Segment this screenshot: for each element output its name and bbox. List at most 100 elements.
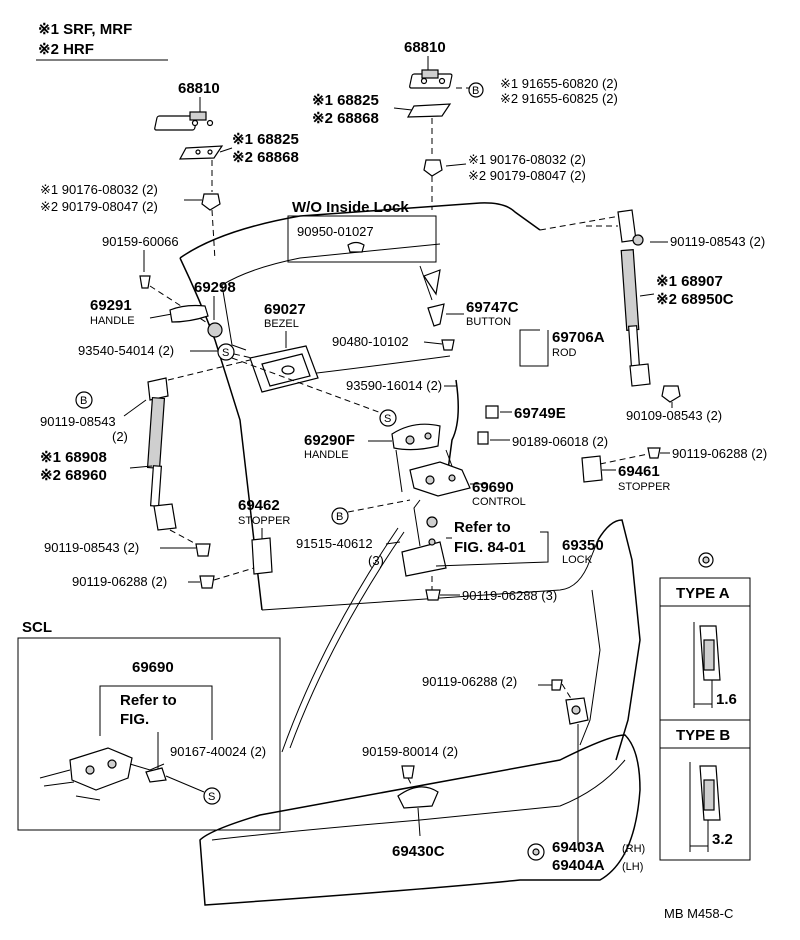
bolt-90109 [661, 385, 681, 403]
gasket-right [406, 103, 452, 118]
marker-b-center-label: B [336, 511, 343, 523]
back-door-outline [179, 202, 641, 761]
label-68868-left: ※2 68868 [232, 149, 299, 166]
screw-90159 [139, 275, 151, 289]
marker-s-center-label: S [384, 413, 391, 425]
label-93540: 93540-54014 (2) [78, 343, 174, 358]
nut-90480 [441, 339, 455, 351]
handle-69290f [391, 423, 441, 451]
label-69706a: 69706A [552, 329, 605, 346]
label-68810-left: 68810 [178, 80, 220, 97]
button-69747c [427, 303, 445, 327]
marker-b-left [75, 391, 93, 409]
label-69462: 69462 [238, 497, 280, 514]
label-68908: ※1 68908 [40, 449, 107, 466]
control-69690 [395, 449, 471, 497]
type-box [659, 552, 751, 861]
label-90159-60066: 90159-60066 [102, 234, 179, 249]
label-wo-inside-lock: W/O Inside Lock [292, 199, 409, 216]
label-69027: 69027 [264, 301, 306, 318]
label-90119-08543-b: 90119-08543 (2) [44, 540, 139, 555]
label-type-b: TYPE B [676, 727, 730, 744]
label-91655-b: ※2 91655-60825 (2) [500, 91, 618, 106]
marker-b-center [331, 507, 349, 525]
label-90189: 90189-06018 (2) [512, 434, 608, 449]
label-fig-84-01: FIG. 84-01 [454, 539, 526, 556]
label-scl-90167: 90167-40024 (2) [170, 744, 266, 759]
label-69350: 69350 [562, 537, 604, 554]
label-90179-right: ※2 90179-08047 (2) [468, 168, 586, 183]
label-68907: ※1 68907 [656, 273, 723, 290]
label-68950c: ※2 68950C [656, 291, 734, 308]
label-69290f: 69290F [304, 432, 355, 449]
label-90119-08543-tr: 90119-08543 (2) [670, 234, 765, 249]
strut-right [617, 209, 651, 387]
label-69291: 69291 [90, 297, 132, 314]
marker-b-top-label: B [472, 85, 479, 97]
clip-90189 [477, 431, 489, 445]
label-68810-right: 68810 [404, 39, 446, 56]
label-90176-left: ※1 90176-08032 (2) [40, 182, 158, 197]
bezel-69027 [249, 345, 319, 393]
label-lh: (LH) [622, 861, 643, 873]
legend-srf-mrf: ※1 SRF, MRF [38, 21, 132, 38]
handle-69291 [169, 304, 209, 323]
label-90119-06288-c: 90119-06288 (3) [462, 588, 557, 603]
label-type-a-dim: 1.6 [716, 691, 737, 708]
label-68825-right: ※1 68825 [312, 92, 379, 109]
marker-s-scl-label: S [208, 791, 215, 803]
label-90119-06288-l: 90119-06288 (2) [72, 574, 167, 589]
scl-control-assembly [39, 747, 167, 801]
type-a-clip [693, 622, 721, 708]
stopper-69461 [581, 455, 603, 483]
label-bezel: BEZEL [264, 318, 299, 330]
bolt-90119-06288-l [199, 575, 215, 589]
marker-b-top [468, 82, 484, 98]
hinge-right [409, 69, 453, 89]
latch-69430c [397, 786, 439, 809]
label-68868-right: ※2 68868 [312, 110, 379, 127]
arrow-wo-lock [423, 269, 441, 296]
label-69747c: 69747C [466, 299, 519, 316]
label-69298: 69298 [194, 279, 236, 296]
label-scl-fig: FIG. [120, 711, 149, 728]
bolt-right-hinge [423, 159, 443, 177]
gasket-left [178, 145, 224, 160]
label-type-a: TYPE A [676, 585, 730, 602]
clip-69749e [485, 405, 499, 419]
label-90179-left: ※2 90179-08047 (2) [40, 199, 158, 214]
bolt-left-hinge [201, 193, 221, 211]
label-69749e: 69749E [514, 405, 566, 422]
screw-90119-06288-br [551, 679, 563, 691]
label-69461: 69461 [618, 463, 660, 480]
label-qty-3: (3) [368, 553, 384, 568]
label-90480: 90480-10102 [332, 334, 409, 349]
scl-box [17, 637, 281, 831]
label-90119-06288-r: 90119-06288 (2) [672, 446, 767, 461]
cable-left [289, 531, 405, 749]
screw-90159-80014 [401, 765, 415, 779]
diagram-code: MB M458-C [664, 906, 733, 921]
rod-69706a [447, 379, 459, 471]
label-69690: 69690 [472, 479, 514, 496]
legend-hrf: ※2 HRF [38, 41, 94, 58]
marker-s-center [379, 409, 397, 427]
label-69430c: 69430C [392, 843, 445, 860]
label-button: BUTTON [466, 316, 511, 328]
clip-69298 [207, 322, 223, 338]
label-handle-1: HANDLE [90, 315, 135, 327]
label-68825-left: ※1 68825 [232, 131, 299, 148]
label-91655-a: ※1 91655-60820 (2) [500, 76, 618, 91]
label-scl: SCL [22, 619, 52, 636]
striker-69403a [565, 697, 589, 725]
lock-69350 [401, 499, 447, 577]
label-stopper-r: STOPPER [618, 481, 670, 493]
label-control: CONTROL [472, 496, 526, 508]
label-69404a: 69404A [552, 857, 605, 874]
stopper-69462 [251, 537, 273, 575]
wo-inside-lock-box [287, 215, 437, 263]
strut-left [146, 377, 177, 531]
label-68960: ※2 68960 [40, 467, 107, 484]
